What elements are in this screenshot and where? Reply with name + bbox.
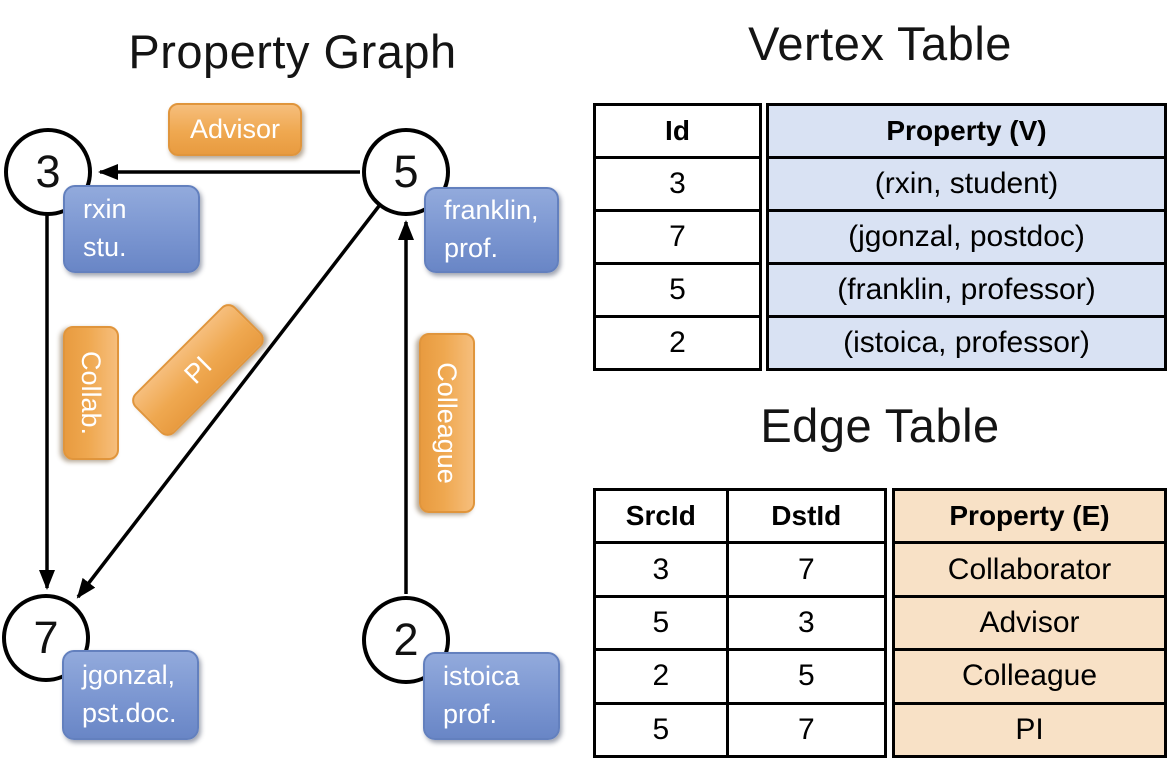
edge-src-cell: 5 [652,606,670,640]
vertex-id-header: Id [665,115,690,146]
vertex-property-header: Property (V) [886,115,1047,146]
edge-dst-cell: 3 [725,597,884,649]
vertex-id-cell: 3 [596,156,759,209]
node-property-label-3: rxin stu. [63,185,200,273]
node-id: 5 [393,146,419,197]
vertex-table-property-column: Property (V) (rxin, student) (jgonzal, p… [766,103,1167,371]
node-id: 2 [393,614,419,665]
edge-src-cell: 2 [652,659,670,693]
node-property-line: prof. [444,233,499,263]
edge-property-cell: Colleague [895,648,1164,701]
edge-property-cell: Advisor [895,594,1164,648]
node-property-line: istoica [443,661,520,692]
edge-table-property-column: Property (E) Collaborator Advisor Collea… [892,488,1167,758]
vertex-property-cell: (rxin, student) [769,156,1164,209]
node-id: 3 [35,146,61,197]
edge-dst-cell: 7 [725,704,884,756]
node-property-label-2: istoica prof. [423,652,560,740]
vertex-id-cell: 2 [596,315,759,368]
edge-property-cell: Collaborator [895,541,1164,594]
node-property-line: prof. [443,699,498,729]
edge-dst-cell: 7 [725,544,884,595]
vertex-table-id-column: Id 3 7 5 2 [593,103,762,371]
node-property-line: franklin, [444,195,539,226]
vertex-property-cell: (jgonzal, postdoc) [769,209,1164,262]
node-circle-2: 2 [362,596,450,684]
node-property-line: jgonzal, [82,660,176,691]
edge-5-to-7 [76,204,381,599]
vertex-property-cell: (franklin, professor) [769,262,1164,315]
edge-src-cell: 5 [652,712,670,746]
vertex-id-cell: 7 [596,209,759,262]
node-property-label-5: franklin, prof. [424,187,559,273]
edge-src-header: SrcId [625,500,696,532]
edge-src-cell: 3 [652,552,670,586]
edge-label-collab: Collab. [63,326,119,460]
edge-property-header: Property (E) [949,500,1110,532]
vertex-id-cell: 5 [596,262,759,315]
vertex-property-cell: (istoica, professor) [769,315,1164,368]
edge-label-colleague: Colleague [419,333,475,513]
edge-table-id-columns: SrcId DstId 3 7 5 3 2 5 5 7 [593,488,887,758]
graph-edges-svg [39,164,414,599]
node-property-line: pst.doc. [82,698,177,728]
node-circle-5: 5 [362,128,450,216]
node-property-line: stu. [83,232,127,262]
edge-dst-header: DstId [725,491,884,542]
edge-table-title: Edge Table [760,399,1000,452]
edge-property-cell: PI [895,701,1164,755]
node-id: 7 [33,612,59,663]
node-property-line: rxin [83,194,127,225]
property-graph-title: Property Graph [128,25,457,78]
edge-dst-cell: 5 [725,651,884,702]
vertex-table-title: Vertex Table [748,17,1012,70]
edge-label-advisor: Advisor [168,103,302,156]
node-property-label-7: jgonzal, pst.doc. [62,650,199,740]
